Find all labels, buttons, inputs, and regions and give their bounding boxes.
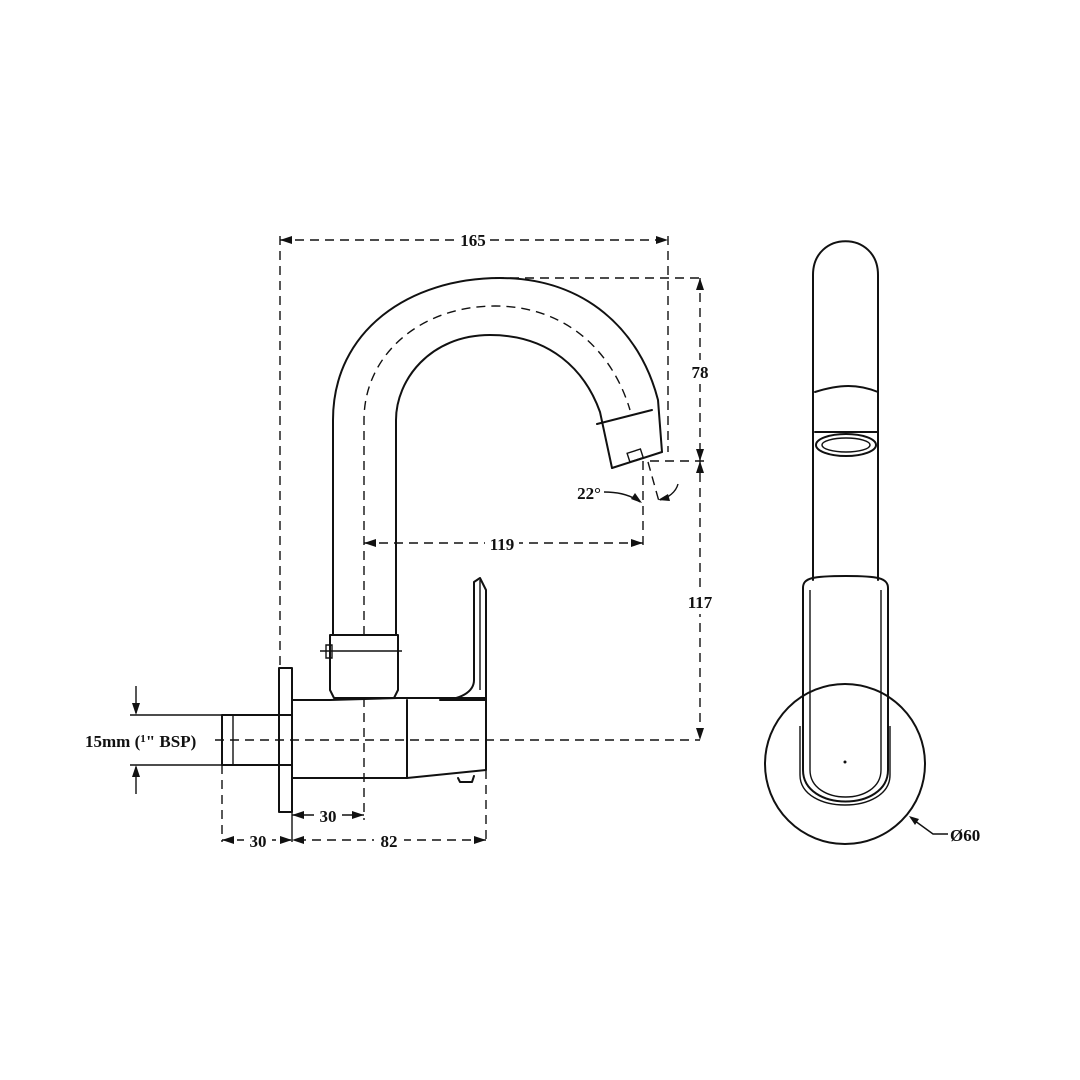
dim-flange-diameter: Ø60	[950, 826, 980, 845]
front-spout	[812, 240, 879, 581]
front-flange	[764, 683, 926, 845]
side-view	[215, 277, 700, 813]
front-center-mark	[843, 760, 847, 764]
dim-spout-angle: 22°	[577, 484, 601, 503]
inlet-size-prefix: 15mm (	[85, 732, 141, 751]
dim-spout-drop: 78	[692, 363, 709, 382]
front-handle-inner	[809, 590, 882, 798]
dim-body-length: 82	[381, 832, 398, 851]
spout-collar	[329, 634, 399, 699]
front-aerator-inner	[821, 437, 871, 453]
front-body-rim	[799, 726, 891, 806]
dimension-lines: 165 78 117 22° 119 15mm (1" BSP	[85, 229, 716, 851]
valve-body	[291, 697, 487, 779]
spout-centerline	[363, 305, 631, 635]
dim-overall-width: 165	[460, 231, 486, 250]
body-bottom-lug	[457, 775, 475, 783]
dim-inlet-size: 15mm (1" BSP)	[85, 732, 196, 751]
aerator-outlet	[626, 448, 645, 463]
collar-screw	[325, 644, 333, 659]
spout-nozzle-band	[596, 409, 653, 425]
angle-spout-axis	[647, 461, 661, 506]
lever-handle	[439, 577, 487, 701]
spout-inner-contour	[395, 334, 613, 636]
front-spout-band	[814, 385, 879, 393]
spout-outer-contour	[332, 277, 663, 636]
front-aerator	[815, 433, 877, 457]
front-view: Ø60	[764, 240, 980, 845]
dim-body-offset: 30	[320, 807, 337, 826]
front-handle	[802, 575, 889, 803]
dim-spout-reach: 119	[490, 535, 515, 554]
dim-outlet-height: 117	[688, 593, 713, 612]
inlet-size-suffix: " BSP)	[146, 732, 197, 751]
diameter-leader	[910, 817, 948, 835]
inlet-fraction-numerator: 1	[140, 733, 146, 745]
dim-inlet-length: 30	[250, 832, 267, 851]
